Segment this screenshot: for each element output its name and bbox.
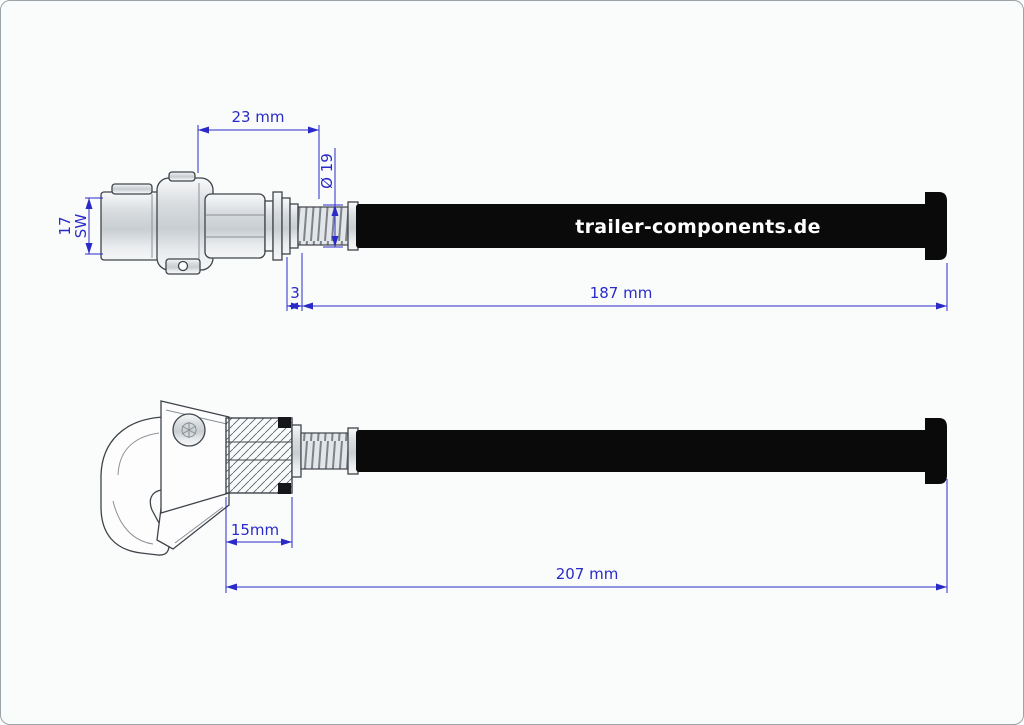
receiver-tab	[111, 183, 153, 195]
hex-nut-body	[204, 193, 266, 259]
coupling-head-side-view	[100, 171, 214, 275]
shaft-end-cap	[925, 192, 947, 260]
dim-label-187mm: 187 mm	[590, 284, 653, 302]
dim-overall-length: 207 mm	[226, 479, 948, 593]
dim-label-207mm: 207 mm	[556, 565, 619, 583]
seal-bottom	[278, 483, 291, 494]
threaded-section-bottom	[300, 432, 350, 470]
top-view: trailer-components.de 23 mm Ø 19 17 SW	[56, 108, 948, 311]
receiver-block	[100, 191, 164, 261]
jaw-detail-arc-2	[112, 500, 154, 545]
dim-label-23mm: 23 mm	[231, 108, 284, 126]
clamp-top-tab	[168, 171, 196, 182]
shaft-tube	[356, 204, 931, 248]
washer-flange	[272, 191, 283, 261]
seal-top	[278, 417, 291, 428]
jaw-detail-arc	[117, 432, 160, 476]
hex-nut	[204, 193, 266, 259]
nut-face	[291, 424, 302, 478]
dim-label-sw: SW	[72, 214, 90, 239]
dim-label-diameter: Ø 19	[318, 153, 336, 189]
dim-insert-depth: 15mm	[225, 497, 293, 593]
axle-shaft-bottom	[356, 418, 947, 484]
dim-flange-diameter: Ø 19	[318, 148, 343, 248]
bracket-bolt	[177, 260, 189, 272]
dim-washer-thickness: 3	[286, 253, 303, 311]
washer-stack	[264, 191, 299, 261]
threaded-section	[297, 206, 351, 246]
axle-shaft: trailer-components.de	[356, 192, 947, 260]
bottom-view: 15mm 207 mm	[100, 400, 948, 593]
torx-screw-icon	[181, 422, 197, 438]
washer-2	[281, 197, 291, 255]
dim-label-3: 3	[290, 284, 300, 302]
shaft-tube-bottom	[356, 430, 931, 472]
shaft-end-cap-bottom	[925, 418, 947, 484]
dim-label-17: 17	[56, 216, 74, 235]
coupling-head-top-view	[100, 400, 230, 556]
washer-1	[264, 200, 274, 252]
dim-axle-length: 187 mm	[302, 263, 948, 311]
dim-thread-length: 23 mm	[197, 108, 320, 199]
coupling-jaw	[100, 416, 170, 556]
brand-text: trailer-components.de	[575, 216, 821, 238]
adapter-section-cut	[225, 417, 293, 494]
dim-label-15mm: 15mm	[231, 521, 279, 539]
tail-detail-line	[174, 506, 224, 544]
hatched-block	[225, 417, 293, 494]
dim-hex-width: 17 SW	[56, 197, 103, 255]
washer-3	[289, 203, 299, 249]
